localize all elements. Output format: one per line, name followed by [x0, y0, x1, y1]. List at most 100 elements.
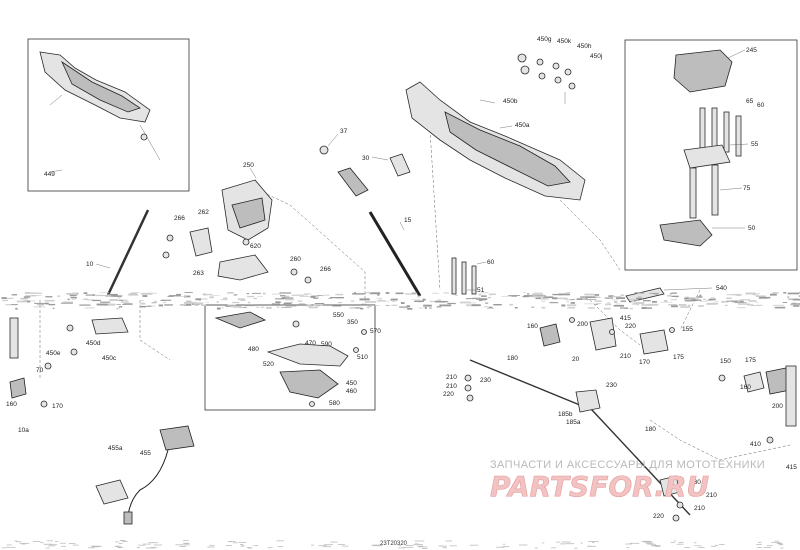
assembly-lines — [39, 129, 791, 461]
callout-449: 449 — [44, 171, 55, 178]
callout-450a: 450a — [515, 122, 530, 129]
noise-speck — [272, 293, 281, 295]
noise-speck — [271, 303, 280, 305]
noise-speck — [625, 543, 632, 545]
callout-470: 470 — [305, 340, 316, 347]
noise-speck — [131, 292, 140, 293]
callout-550: 550 — [333, 312, 344, 319]
noise-speck — [641, 307, 653, 309]
noise-speck — [595, 296, 601, 298]
noise-speck — [82, 299, 93, 300]
noise-speck — [180, 544, 190, 546]
noise-speck — [671, 295, 679, 297]
noise-speck — [62, 301, 74, 304]
noise-speck — [418, 546, 428, 548]
noise-speck — [671, 305, 678, 308]
noise-speck — [21, 543, 26, 545]
noise-speck — [324, 544, 334, 546]
noise-speck — [184, 292, 193, 293]
noise-speck — [715, 544, 719, 546]
noise-speck — [670, 299, 678, 301]
callout-50: 50 — [748, 225, 756, 232]
noise-speck — [401, 302, 405, 304]
callout-210-bottom2: 210 — [694, 505, 705, 512]
noise-speck — [642, 541, 652, 543]
noise-speck — [471, 304, 481, 307]
noise-speck — [97, 546, 102, 547]
noise-speck — [16, 300, 28, 303]
handguard-450 — [405, 81, 586, 201]
callout-262: 262 — [198, 209, 209, 216]
noise-speck — [243, 304, 255, 307]
noise-speck — [732, 293, 742, 296]
callout-220-mid: 220 — [625, 323, 636, 330]
noise-speck — [140, 302, 146, 305]
noise-speck — [75, 294, 78, 296]
noise-speck — [290, 301, 294, 303]
callout-510: 510 — [357, 354, 368, 361]
noise-speck — [751, 305, 762, 306]
callout-230-left: 230 — [480, 377, 491, 384]
noise-speck — [395, 292, 404, 295]
noise-speck — [478, 293, 482, 296]
noise-speck — [311, 295, 320, 297]
noise-speck — [337, 302, 343, 304]
noise-speck — [364, 301, 377, 303]
noise-speck — [668, 304, 678, 306]
noise-speck — [449, 545, 457, 547]
noise-speck — [184, 295, 191, 298]
noise-speck — [391, 304, 398, 306]
noise-speck — [558, 293, 570, 296]
noise-speck — [114, 545, 121, 547]
noise-speck — [109, 299, 118, 301]
noise-speck — [405, 545, 414, 546]
noise-speck — [68, 543, 76, 544]
noise-speck — [721, 300, 729, 303]
noise-speck — [369, 305, 380, 306]
callout-51: 51 — [477, 287, 485, 294]
noise-speck — [481, 295, 487, 297]
noise-speck — [628, 298, 638, 301]
noise-speck — [69, 294, 76, 297]
noise-speck — [422, 298, 426, 301]
noise-speck — [120, 540, 124, 542]
bracket-parts — [214, 311, 367, 407]
noise-speck — [561, 304, 566, 307]
noise-speck — [6, 544, 12, 546]
noise-speck — [783, 292, 787, 294]
noise-speck — [201, 304, 206, 306]
callout-200-mid: 200 — [577, 321, 588, 328]
noise-speck — [551, 547, 556, 549]
noise-speck — [696, 296, 703, 298]
noise-speck — [60, 302, 73, 304]
noise-speck — [488, 306, 493, 309]
noise-speck — [698, 305, 704, 307]
noise-speck — [246, 293, 250, 295]
noise-speck — [220, 299, 228, 301]
noise-speck — [399, 306, 408, 308]
callout-15: 15 — [404, 217, 412, 224]
watermark: ЗАПЧАСТИ И АКСЕССУАРЫ ДЛЯ МОТОТЕХНИКИ PA… — [490, 459, 765, 503]
callout-10a: 10a — [18, 427, 29, 434]
handlebar-15 — [368, 211, 422, 297]
throttle-housing-250 — [162, 167, 312, 284]
noise-speck — [472, 297, 481, 299]
noise-speck — [405, 293, 416, 295]
noise-speck — [318, 545, 327, 547]
noise-speck — [330, 297, 341, 299]
noise-speck — [129, 293, 138, 295]
noise-speck — [469, 544, 479, 546]
noise-speck — [5, 297, 14, 299]
callout-220-bottom: 220 — [653, 513, 664, 520]
noise-speck — [726, 297, 732, 299]
noise-speck — [299, 296, 311, 297]
noise-speck — [313, 297, 319, 299]
noise-speck — [738, 303, 750, 305]
noise-speck — [776, 543, 782, 544]
noise-speck — [115, 546, 120, 547]
noise-speck — [379, 299, 382, 301]
noise-speck — [588, 541, 596, 542]
noise-speck — [118, 543, 123, 544]
inset-frame-riser — [624, 39, 798, 271]
noise-speck — [595, 303, 602, 304]
